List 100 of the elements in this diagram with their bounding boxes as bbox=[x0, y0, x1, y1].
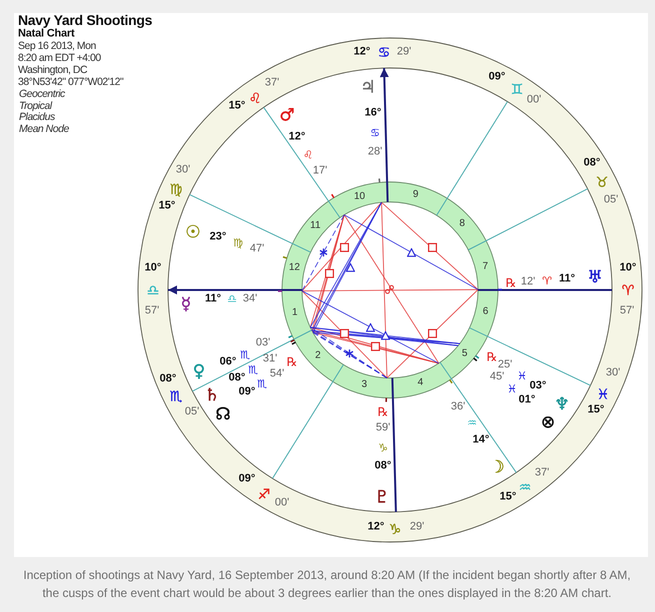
planet-glyph: ♆ bbox=[554, 396, 570, 414]
planet-glyph: ♃ bbox=[360, 80, 376, 96]
house-number: 10 bbox=[354, 192, 366, 202]
chart-setting-text: Mean Node bbox=[19, 124, 69, 134]
chart-setting-text: Placidus bbox=[19, 112, 55, 122]
minute-label: 25' bbox=[498, 360, 512, 370]
degree-label: 15° bbox=[588, 404, 604, 416]
degree-label: 15° bbox=[158, 200, 176, 212]
planet-glyph: ♂ bbox=[279, 108, 295, 124]
house-number: 3 bbox=[362, 380, 368, 390]
minute-label: 28' bbox=[368, 146, 382, 158]
chart-setting-text: Geocentric bbox=[19, 88, 65, 100]
house-number: 5 bbox=[462, 348, 468, 358]
planet-glyph: ♇ bbox=[374, 490, 390, 506]
degree-label: 14° bbox=[472, 434, 490, 446]
zodiac-sign-glyph: ♎ bbox=[227, 294, 237, 304]
house-number: 11 bbox=[310, 221, 321, 232]
planet-glyph: ⊗ bbox=[540, 414, 556, 432]
zodiac-sign-glyph: ♋ bbox=[378, 46, 390, 60]
minute-label: 36' bbox=[450, 402, 466, 412]
zodiac-sign-glyph: ♓ bbox=[517, 370, 527, 382]
degree-label: 09° bbox=[238, 474, 256, 484]
chart-subtitle: Natal Chart bbox=[18, 28, 74, 40]
zodiac-sign-glyph: ♒ bbox=[518, 481, 532, 495]
degree-label: 09° bbox=[488, 72, 506, 82]
zodiac-sign-glyph: ♈ bbox=[622, 284, 634, 298]
house-number: 9 bbox=[412, 190, 418, 200]
retrograde-mark: ℞ bbox=[286, 356, 298, 368]
house-number: 8 bbox=[459, 218, 465, 229]
minute-label: 45' bbox=[490, 372, 504, 382]
planet-glyph: ☉ bbox=[185, 224, 201, 242]
minute-label: 12' bbox=[520, 276, 536, 288]
planet-glyph: ☊ bbox=[215, 406, 231, 424]
zodiac-sign-glyph: ♉ bbox=[596, 176, 608, 190]
minute-label: 37' bbox=[264, 78, 280, 88]
degree-label: 11° bbox=[204, 294, 222, 304]
zodiac-sign-glyph: ♋ bbox=[370, 128, 380, 138]
planet-glyph: ☽ bbox=[489, 460, 505, 476]
planet-glyph: ♅ bbox=[587, 270, 603, 286]
zodiac-sign-glyph: ♐ bbox=[258, 488, 270, 502]
zodiac-sign-glyph: ♌ bbox=[248, 92, 262, 106]
minute-label: 00' bbox=[526, 94, 542, 106]
retrograde-mark: ℞ bbox=[506, 277, 516, 289]
degree-label: 15° bbox=[500, 492, 516, 502]
planet-glyph: ♀ bbox=[192, 364, 206, 380]
degree-label: 08° bbox=[374, 460, 392, 472]
planet-glyph: ♄ bbox=[204, 388, 220, 404]
zodiac-sign-glyph: ♏ bbox=[257, 378, 267, 390]
degree-label: 16° bbox=[364, 108, 382, 118]
chart-title: Navy Yard Shootings bbox=[18, 13, 152, 27]
minute-label: 17' bbox=[312, 166, 328, 176]
chart-info-text: 38°N53'42" 077°W02'12" bbox=[18, 76, 124, 88]
house-number: 12 bbox=[288, 263, 300, 274]
minute-label: 29' bbox=[396, 46, 412, 58]
house-number: 2 bbox=[315, 351, 321, 362]
degree-label: 06° bbox=[220, 356, 236, 368]
minute-label: 57' bbox=[620, 306, 634, 316]
minute-label: 31' bbox=[262, 354, 278, 364]
house-number: 4 bbox=[418, 378, 424, 388]
retrograde-mark: ℞ bbox=[378, 406, 388, 418]
degree-label: 08° bbox=[584, 158, 600, 168]
retrograde-mark: ℞ bbox=[486, 351, 498, 363]
minute-label: 29' bbox=[410, 522, 424, 532]
minute-label: 34' bbox=[242, 294, 258, 304]
degree-label: 12° bbox=[368, 522, 384, 532]
degree-label: 23° bbox=[210, 232, 226, 242]
zodiac-sign-glyph: ♏ bbox=[170, 390, 182, 404]
minute-label: 30' bbox=[176, 164, 190, 176]
degree-label: 08° bbox=[160, 374, 176, 384]
minute-label: 05' bbox=[184, 406, 200, 418]
zodiac-sign-glyph: ♌ bbox=[303, 150, 313, 160]
house-number: 6 bbox=[482, 306, 488, 317]
degree-label: 12° bbox=[288, 132, 306, 142]
chart-info-text: Washington, DC bbox=[18, 64, 88, 76]
zodiac-sign-glyph: ♊ bbox=[510, 83, 524, 97]
zodiac-sign-glyph: ♒ bbox=[467, 418, 477, 428]
minute-label: 03' bbox=[256, 338, 270, 348]
minute-label: 00' bbox=[274, 498, 290, 508]
zodiac-sign-glyph: ♎ bbox=[146, 284, 160, 298]
degree-label: 12° bbox=[354, 46, 370, 58]
zodiac-sign-glyph: ♑ bbox=[388, 523, 402, 537]
zodiac-sign-glyph: ♍ bbox=[170, 183, 182, 197]
caption: Inception of shootings at Navy Yard, 16 September 2013, around 8:20 AM (If the incident began shortly after 8 AM, the cusps of the event chart would be about 3 degrees earlier than the ones displayed in the 8:20 AM chart. bbox=[22, 567, 632, 602]
chart-setting-text: Tropical bbox=[19, 100, 52, 112]
minute-label: 30' bbox=[606, 368, 620, 378]
zodiac-sign-glyph: ♓ bbox=[507, 384, 517, 394]
house-number: 7 bbox=[482, 262, 488, 272]
zodiac-sign-glyph: ♏ bbox=[248, 364, 258, 376]
degree-label: 10° bbox=[144, 262, 162, 274]
minute-label: 54' bbox=[270, 368, 284, 380]
degree-label: 08° bbox=[228, 372, 246, 384]
zodiac-sign-glyph: ♏ bbox=[240, 350, 250, 360]
zodiac-sign-glyph: ♍ bbox=[233, 238, 243, 248]
degree-label: 10° bbox=[620, 262, 636, 274]
degree-label: 11° bbox=[558, 274, 576, 284]
zodiac-sign-glyph: ♑ bbox=[378, 442, 388, 454]
degree-label: 03° bbox=[530, 380, 546, 392]
degree-label: 15° bbox=[228, 100, 246, 112]
minute-label: 05' bbox=[604, 194, 618, 206]
chart-info-text: Sep 16 2013, Mon bbox=[18, 40, 96, 52]
